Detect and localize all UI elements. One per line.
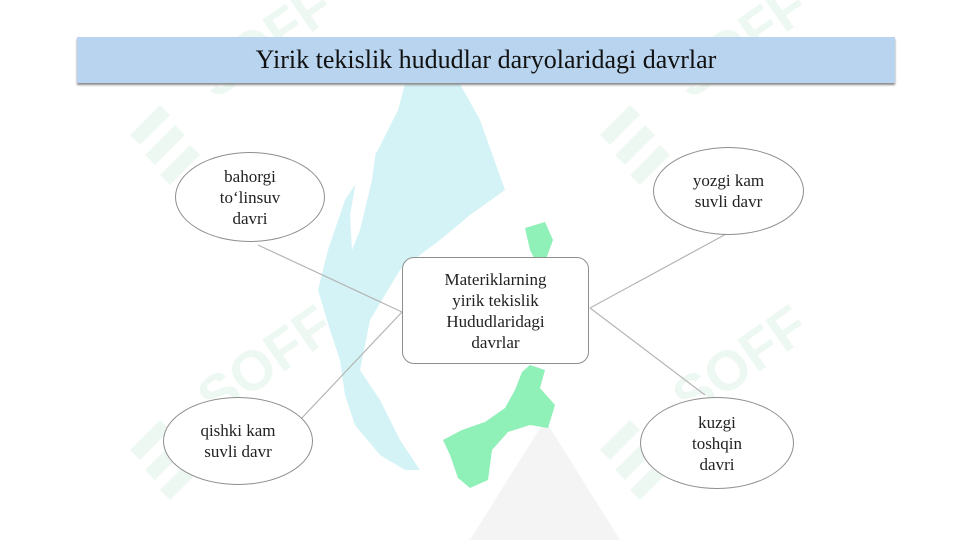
node-autumn-label: kuzgi toshqin davri (691, 412, 743, 474)
title-banner: Yirik tekislik hududlar daryolaridagi da… (77, 37, 895, 83)
connector-spring (257, 244, 403, 313)
map-region-green (443, 365, 555, 488)
map-land-white (350, 135, 378, 250)
watermark-mark (130, 105, 200, 185)
watermark-triangle (470, 420, 620, 540)
node-spring-label: bahorgi to‘linsuv davri (219, 166, 281, 228)
node-winter: qishki kam suvli davr (163, 397, 313, 485)
connector-autumn (589, 307, 706, 396)
map-river-cyan (352, 150, 392, 260)
watermark-logos (130, 105, 670, 500)
map-region-green (525, 222, 553, 262)
node-autumn: kuzgi toshqin davri (640, 397, 794, 489)
node-summer: yozgi kam suvli davr (653, 147, 804, 235)
center-node: Materiklarning yirik tekislik Hududlarid… (402, 257, 589, 364)
center-node-label: Materiklarning yirik tekislik Hududlarid… (444, 269, 547, 352)
watermark-mark (600, 105, 670, 185)
connector-summer (589, 232, 729, 309)
node-spring: bahorgi to‘linsuv davri (175, 152, 325, 242)
node-winter-label: qishki kam suvli davr (200, 421, 276, 461)
node-summer-label: yozgi kam suvli davr (692, 171, 765, 211)
page-title: Yirik tekislik hududlar daryolaridagi da… (255, 45, 717, 74)
connector-winter (299, 311, 403, 421)
